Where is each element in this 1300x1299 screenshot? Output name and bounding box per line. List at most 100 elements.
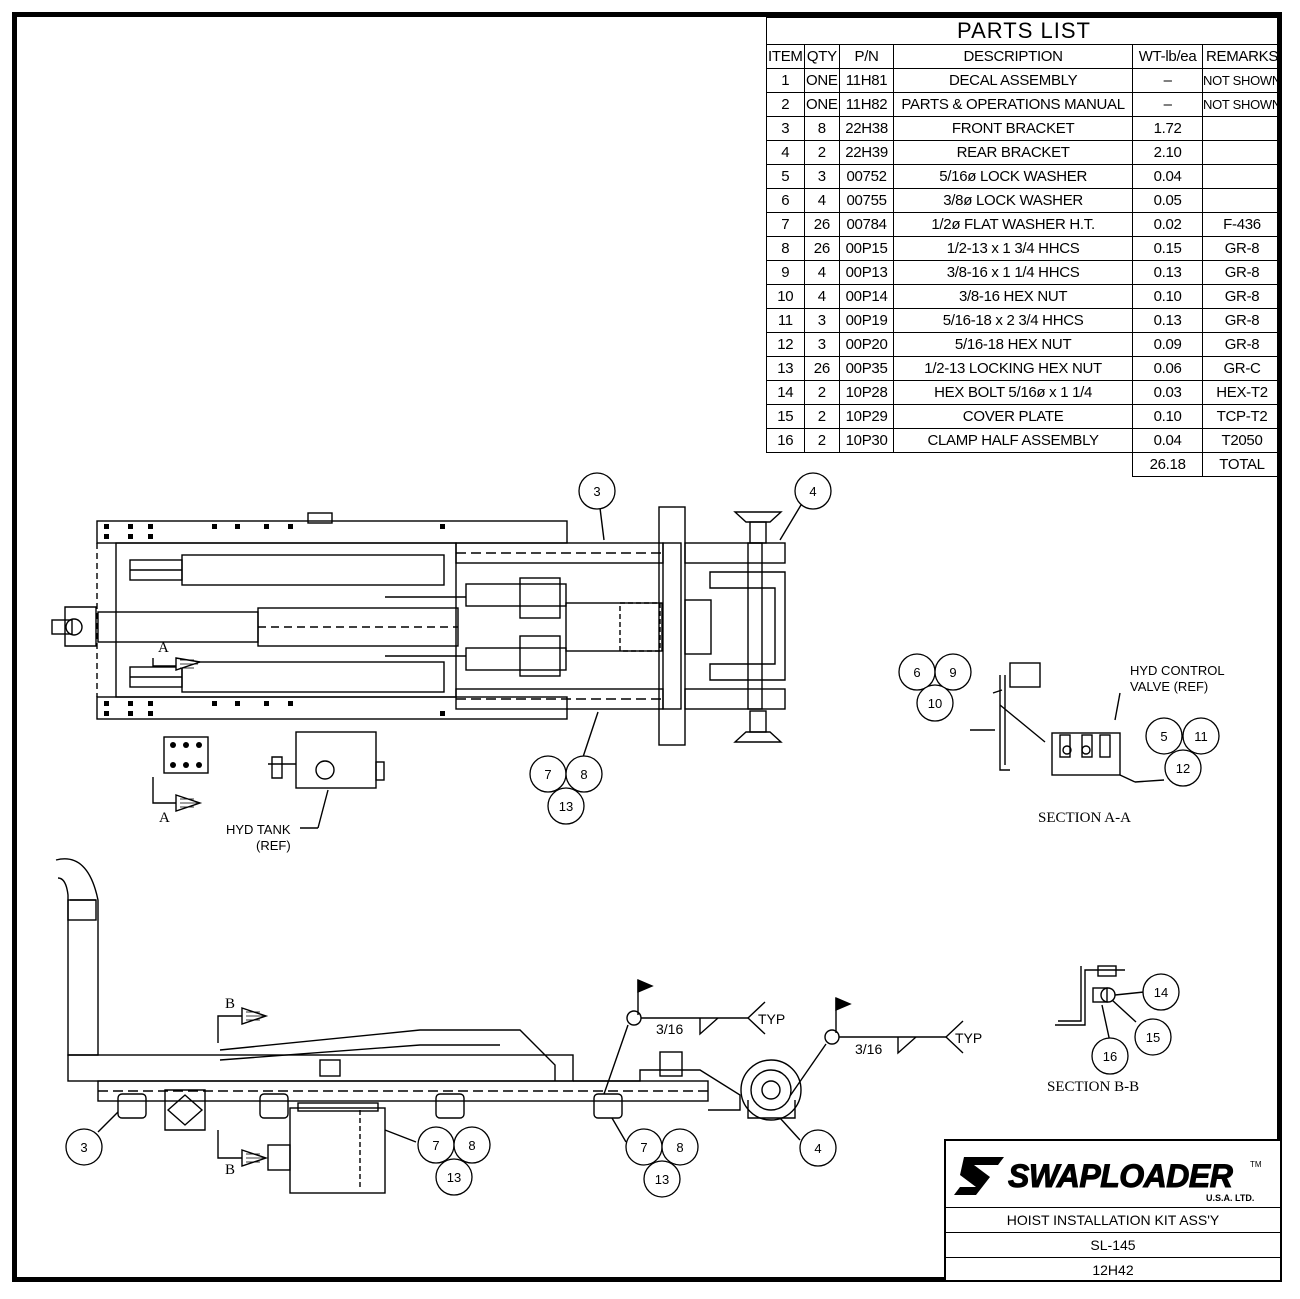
balloon-15: 15: [1146, 1030, 1160, 1045]
balloon-12: 12: [1176, 761, 1190, 776]
parts-cell: 2: [803, 380, 841, 405]
drawing-border: [12, 12, 1282, 1282]
balloon-8: 8: [580, 767, 587, 782]
parts-cell: GR-8: [1202, 236, 1282, 261]
item-balloons: 3 4 7 8 13 6 9 10 5 11 12 3 7 8 13 7 8 1…: [65, 472, 1220, 1198]
balloon-7: 7: [640, 1140, 647, 1155]
balloon-3: 3: [80, 1140, 87, 1155]
parts-cell: 4: [803, 188, 841, 213]
parts-cell: 0.04: [1132, 428, 1204, 453]
model-number: SL-145: [946, 1233, 1280, 1258]
parts-cell: 1: [766, 68, 805, 93]
parts-cell: 22H38: [839, 116, 895, 141]
parts-cell: GR-C: [1202, 356, 1282, 381]
weld-typ-label: TYP: [955, 1030, 982, 1046]
drawing-number: 12H42: [1092, 1262, 1134, 1278]
parts-list-header: ITEM QTY P/N DESCRIPTION WT-lb/ea REMARK…: [766, 44, 1282, 69]
balloon-7: 7: [544, 767, 551, 782]
balloon-14: 14: [1154, 985, 1168, 1000]
parts-cell: 26: [803, 236, 841, 261]
balloon-10: 10: [928, 696, 942, 711]
parts-cell: NOT SHOWN: [1202, 68, 1282, 93]
parts-cell: 8: [803, 116, 841, 141]
parts-cell: 1/2-13 x 1 3/4 HHCS: [893, 236, 1134, 261]
parts-cell: ONE: [803, 68, 841, 93]
balloon-6: 6: [913, 665, 920, 680]
parts-cell: 12: [766, 332, 805, 357]
parts-cell: GR-8: [1202, 284, 1282, 309]
parts-cell: 10P29: [839, 404, 895, 429]
parts-cell: COVER PLATE: [893, 404, 1134, 429]
parts-cell: 14: [766, 380, 805, 405]
parts-cell: 2: [766, 92, 805, 117]
parts-cell: F-436: [1202, 212, 1282, 237]
parts-cell: 0.02: [1132, 212, 1204, 237]
balloon-16: 16: [1103, 1049, 1117, 1064]
parts-cell: 4: [803, 284, 841, 309]
drawing-labels: HYD TANK (REF) HYD CONTROL VALVE (REF) S…: [158, 640, 1225, 1178]
parts-cell: CLAMP HALF ASSEMBLY: [893, 428, 1134, 453]
parts-cell: 00784: [839, 212, 895, 237]
balloon-4: 4: [809, 484, 816, 499]
parts-cell: 00P13: [839, 260, 895, 285]
parts-cell: 0.10: [1132, 284, 1204, 309]
logo-trademark: TM: [1250, 1160, 1262, 1169]
parts-cell: 0.09: [1132, 332, 1204, 357]
section-arrow-a-top: A: [158, 640, 169, 656]
hyd-control-valve-ref-label: VALVE (REF): [1130, 679, 1208, 694]
parts-cell: 7: [766, 212, 805, 237]
parts-cell: [1202, 140, 1282, 165]
parts-cell: –: [1132, 92, 1204, 117]
parts-cell: 1.72: [1132, 116, 1204, 141]
parts-cell: 0.03: [1132, 380, 1204, 405]
parts-cell: [1202, 164, 1282, 189]
balloon-7: 7: [432, 1138, 439, 1153]
section-arrow-b-bottom: B: [225, 1162, 235, 1178]
parts-cell: 11H82: [839, 92, 895, 117]
weld-typ-label: TYP: [758, 1011, 785, 1027]
parts-cell: 16: [766, 428, 805, 453]
parts-total-row: 26.18 TOTAL: [767, 452, 1282, 477]
elevation-view: [55, 858, 964, 1194]
parts-cell: TCP-T2: [1202, 404, 1282, 429]
balloon-5: 5: [1160, 729, 1167, 744]
balloon-8: 8: [676, 1140, 683, 1155]
parts-cell: 00752: [839, 164, 895, 189]
parts-cell: 5/16-18 HEX NUT: [893, 332, 1134, 357]
drawing-title: HOIST INSTALLATION KIT ASS'Y: [946, 1208, 1280, 1233]
total-weight: 26.18: [1132, 452, 1204, 477]
parts-cell: 0.06: [1132, 356, 1204, 381]
section-bb-view: [1055, 965, 1145, 1043]
section-bb-title: SECTION B-B: [1047, 1079, 1139, 1095]
parts-cell: 00P20: [839, 332, 895, 357]
parts-cell: 3/8ø LOCK WASHER: [893, 188, 1134, 213]
parts-cell: [1202, 188, 1282, 213]
weld-size-label: 3/16: [855, 1041, 882, 1057]
section-arrow-b-top: B: [225, 996, 235, 1012]
balloon-11: 11: [1194, 729, 1208, 744]
balloon-4: 4: [814, 1141, 821, 1156]
column-header: QTY: [803, 44, 841, 69]
parts-cell: 10: [766, 284, 805, 309]
column-header: REMARKS: [1202, 44, 1282, 69]
balloon-13: 13: [655, 1172, 669, 1187]
parts-cell: 0.10: [1132, 404, 1204, 429]
hyd-control-valve-label: HYD CONTROL: [1130, 663, 1225, 678]
plan-view: [51, 504, 802, 829]
section-arrow-a-bottom: A: [159, 810, 170, 826]
parts-cell: 10P28: [839, 380, 895, 405]
logo-subtitle: U.S.A. LTD.: [1206, 1193, 1254, 1203]
parts-cell: HEX-T2: [1202, 380, 1282, 405]
section-aa-title: SECTION A-A: [1038, 810, 1131, 826]
balloon-13: 13: [559, 799, 573, 814]
